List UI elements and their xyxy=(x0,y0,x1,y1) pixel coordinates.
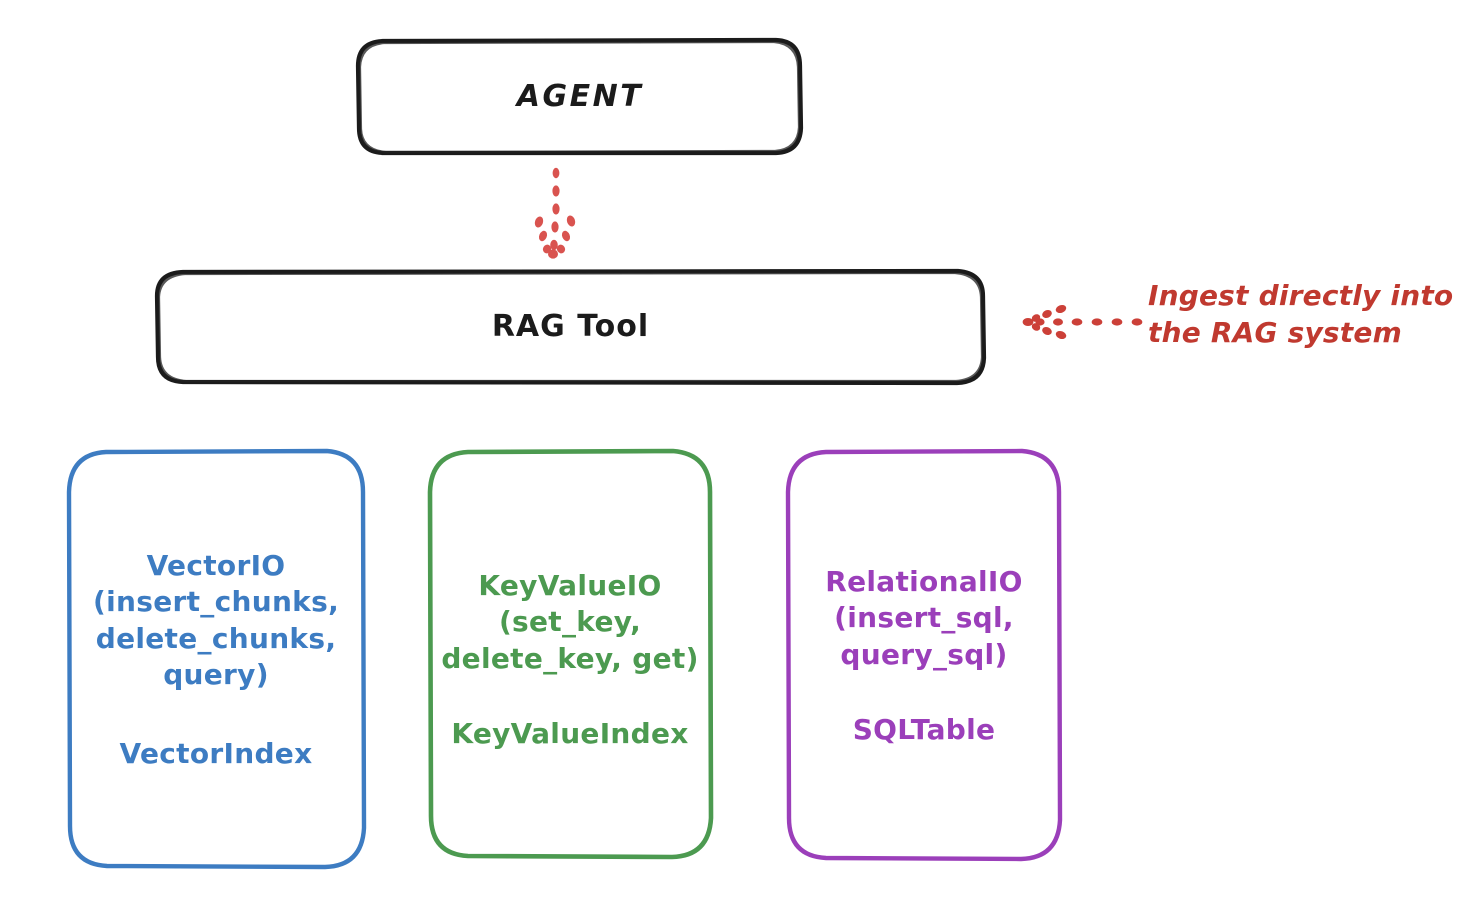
key-value-io-box[interactable]: KeyValueIO (set_key, delete_key, get) Ke… xyxy=(428,450,712,858)
relational-io-index-label: SQLTable xyxy=(852,713,996,747)
vector-io-api-label: VectorIO (insert_chunks, delete_chunks, … xyxy=(93,548,339,691)
ingest-annotation-text: Ingest directly into the RAG system xyxy=(1148,279,1454,349)
agent-box[interactable]: AGENT xyxy=(358,40,802,154)
relational-io-box[interactable]: RelationalIO (insert_sql, query_sql) SQL… xyxy=(788,450,1060,860)
key-value-io-index-label: KeyValueIndex xyxy=(451,717,689,751)
relational-io-api-label: RelationalIO (insert_sql, query_sql) xyxy=(825,564,1023,671)
vector-io-box-outline xyxy=(66,448,367,870)
ingest-annotation: Ingest directly into the RAG system xyxy=(1148,278,1478,352)
rag-tool-label: RAG Tool xyxy=(491,308,650,344)
agent-box-outline-overlay xyxy=(358,40,801,154)
key-value-io-box-outline xyxy=(427,448,714,860)
rag-tool-box-outline-overlay xyxy=(157,271,984,383)
vector-io-box[interactable]: VectorIO (insert_chunks, delete_chunks, … xyxy=(68,450,364,868)
rag-tool-box[interactable]: RAG Tool xyxy=(157,271,984,383)
ingest-to-rag-tool-dotted-arrow xyxy=(1022,304,1143,340)
agent-box-outline xyxy=(355,37,804,156)
relational-io-box-outline xyxy=(785,448,1063,862)
agent-to-rag-tool-dotted-arrow xyxy=(534,167,576,259)
agent-label: AGENT xyxy=(516,78,644,114)
key-value-io-api-label: KeyValueIO (set_key, delete_key, get) xyxy=(441,568,699,675)
vector-io-index-label: VectorIndex xyxy=(119,737,313,771)
rag-tool-box-outline xyxy=(154,268,987,386)
